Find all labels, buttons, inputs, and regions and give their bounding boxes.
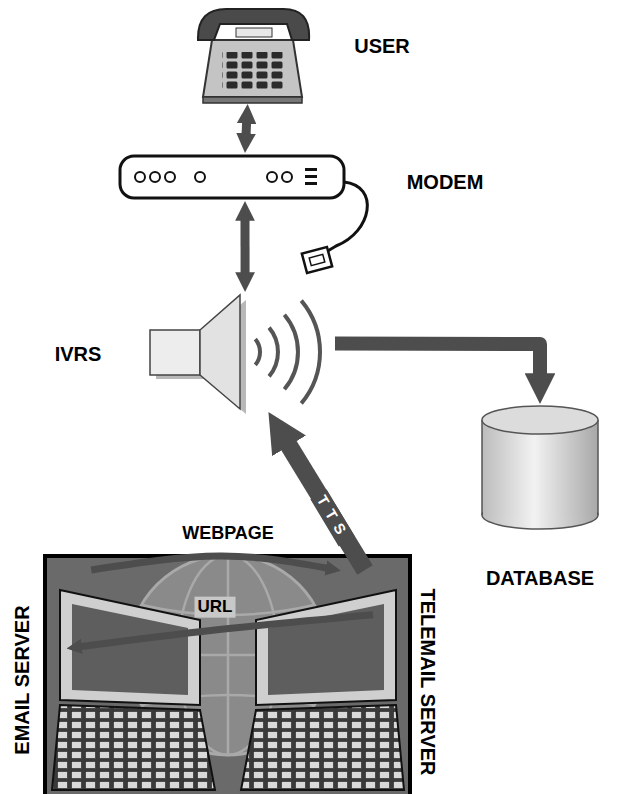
node-label: MODEM [407,171,484,193]
flow-arrow [91,556,330,570]
edge-label: WEBPAGE [179,523,277,545]
node-label: IVRS [55,343,102,365]
diagram-node: TELEMAIL SERVER [245,570,405,794]
flow-arrow [241,215,250,277]
telephone-icon [198,9,309,103]
flow-arrow [335,344,540,382]
diagram-node: MODEM [118,153,346,201]
flow-arrow [246,118,247,138]
node-label: EMAIL SERVER [11,605,33,754]
diagram-node: DATABASE [480,404,600,530]
flow-arrow [78,615,373,647]
node-label: TELEMAIL SERVER [417,588,439,775]
diagram-node: USER [195,4,312,104]
diagram-node: IVRS [150,292,335,412]
flow-arrow [283,437,365,570]
node-label: DATABASE [486,567,594,589]
server-panel [45,555,410,794]
diagram-node: EMAIL SERVER [50,570,215,794]
node-label: USER [354,35,410,57]
database-cylinder [482,406,598,529]
speaker-icon [150,295,320,414]
edge-label: TTS [311,490,355,547]
edge-label: URL [195,597,236,618]
